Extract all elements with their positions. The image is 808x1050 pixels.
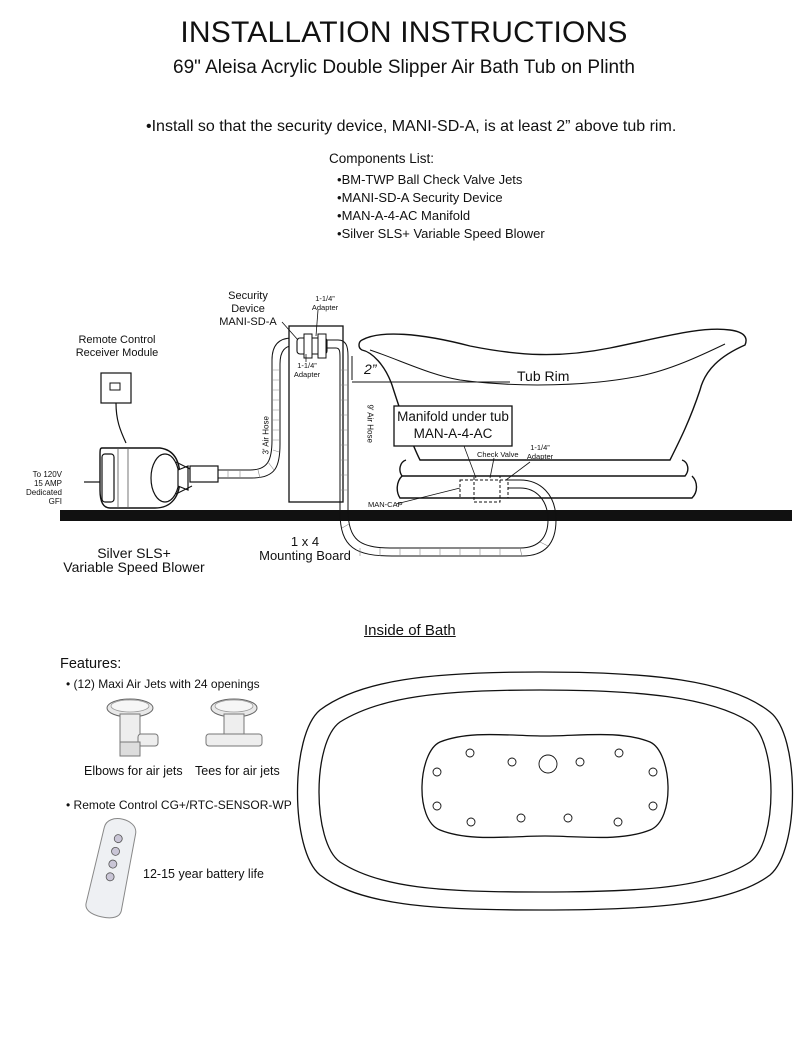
label-line: 15 AMP bbox=[33, 479, 62, 488]
label-line: Security bbox=[228, 290, 268, 302]
blower-label: Silver SLS+ Variable Speed Blower bbox=[56, 546, 212, 574]
tees-caption: Tees for air jets bbox=[195, 764, 280, 778]
feature-remote: • Remote Control CG+/RTC-SENSOR-WP bbox=[66, 798, 292, 812]
label-line: Remote Control bbox=[78, 334, 156, 346]
elbows-caption: Elbows for air jets bbox=[84, 764, 183, 778]
security-device-icon bbox=[296, 333, 328, 359]
label-line: Device bbox=[231, 303, 265, 315]
mounting-board bbox=[288, 325, 344, 503]
feature-jets: • (12) Maxi Air Jets with 24 openings bbox=[66, 677, 260, 691]
air-jet bbox=[648, 767, 658, 777]
component-item: MAN-A-4-AC Manifold bbox=[337, 207, 545, 225]
hose-coupling bbox=[189, 465, 219, 483]
manifold-callout-box bbox=[393, 405, 513, 447]
label-line: MANI-SD-A bbox=[219, 316, 277, 328]
page-subtitle: 69" Aleisa Acrylic Double Slipper Air Ba… bbox=[173, 57, 635, 78]
air-hose-3-label: 3' Air Hose bbox=[261, 416, 271, 455]
label-line: Receiver Module bbox=[75, 347, 159, 359]
label-line: 1-1/4” bbox=[315, 294, 335, 303]
label-line: Adapter bbox=[311, 302, 339, 312]
page-title: INSTALLATION INSTRUCTIONS bbox=[180, 16, 628, 49]
security-device-label: Security Device MANI-SD-A bbox=[218, 290, 278, 329]
label-line: MAN-A-4-AC bbox=[413, 426, 493, 441]
remote-receiver-label: Remote Control Receiver Module bbox=[62, 334, 172, 360]
air-jet bbox=[507, 757, 517, 767]
label-line: Variable Speed Blower bbox=[63, 559, 205, 575]
features-heading: Features: bbox=[60, 656, 122, 672]
install-note: •Install so that the security device, MA… bbox=[146, 118, 677, 135]
air-jet bbox=[465, 748, 475, 758]
mounting-board-label: 1 x 4 Mounting Board bbox=[240, 535, 370, 563]
label-line: Adapter bbox=[293, 369, 321, 379]
components-list: BM-TWP Ball Check Valve Jets MANI-SD-A S… bbox=[337, 171, 545, 243]
label-line: Mounting Board bbox=[259, 548, 351, 563]
component-item: Silver SLS+ Variable Speed Blower bbox=[337, 225, 545, 243]
leader-lines bbox=[281, 309, 531, 505]
component-item: BM-TWP Ball Check Valve Jets bbox=[337, 171, 545, 189]
man-cap-label: MAN-CAP bbox=[368, 500, 403, 509]
air-jet bbox=[432, 767, 442, 777]
floor-bar bbox=[60, 510, 792, 521]
battery-caption: 12-15 year battery life bbox=[143, 867, 264, 881]
receiver-module-icon bbox=[100, 372, 132, 444]
inside-of-bath-label: Inside of Bath bbox=[364, 622, 456, 639]
label-line: To 120V bbox=[32, 470, 62, 479]
label-line: 1-1/4” bbox=[297, 361, 317, 370]
air-jet bbox=[613, 817, 623, 827]
air-hose-9-label: 9' Air Hose bbox=[365, 404, 375, 443]
remote-control-icon bbox=[85, 818, 137, 919]
blower-icon bbox=[84, 447, 193, 509]
adapter-right-label: 1-1/4” Adapter bbox=[522, 443, 558, 461]
label-line: 1-1/4” bbox=[530, 443, 550, 452]
hose-texture bbox=[227, 369, 280, 479]
air-hose-9ft bbox=[327, 339, 557, 557]
check-valve-label: Check Valve bbox=[477, 450, 519, 459]
manifold-label: Manifold under tub MAN-A-4-AC bbox=[394, 410, 512, 441]
air-jets bbox=[432, 748, 658, 827]
air-jet bbox=[575, 757, 585, 767]
adapter-bottom-label: 1-1/4” Adapter bbox=[286, 361, 328, 379]
power-label: To 120V 15 AMP Dedicated GFI bbox=[6, 470, 62, 506]
manifold-icon bbox=[459, 475, 509, 503]
drain-icon bbox=[538, 754, 558, 774]
air-hose-3ft bbox=[218, 337, 293, 479]
label-line: Silver SLS+ bbox=[97, 545, 171, 561]
bathtub-top-view bbox=[296, 671, 794, 911]
install-note-text: Install so that the security device, MAN… bbox=[151, 118, 677, 135]
bathtub-side-view bbox=[358, 328, 747, 499]
hose-texture-9 bbox=[341, 369, 549, 557]
air-jet bbox=[466, 817, 476, 827]
label-line: 1 x 4 bbox=[290, 534, 320, 549]
adapter-top-label: 1-1/4” Adapter bbox=[304, 294, 346, 312]
label-line: Dedicated bbox=[25, 488, 62, 497]
air-jet bbox=[516, 813, 526, 823]
tee-jet-icon bbox=[205, 698, 263, 747]
label-line: Adapter bbox=[526, 451, 554, 461]
components-heading: Components List: bbox=[329, 151, 435, 166]
air-jet bbox=[432, 801, 442, 811]
tub-rim-label: Tub Rim bbox=[517, 368, 570, 384]
air-jet bbox=[648, 801, 658, 811]
label-line: Manifold under tub bbox=[397, 409, 509, 424]
air-jet bbox=[614, 748, 624, 758]
component-item: MANI-SD-A Security Device bbox=[337, 189, 545, 207]
label-line: GFI bbox=[48, 497, 62, 506]
two-inch-label: 2” bbox=[364, 361, 377, 377]
elbow-jet-icon bbox=[106, 698, 159, 757]
air-jet bbox=[563, 813, 573, 823]
